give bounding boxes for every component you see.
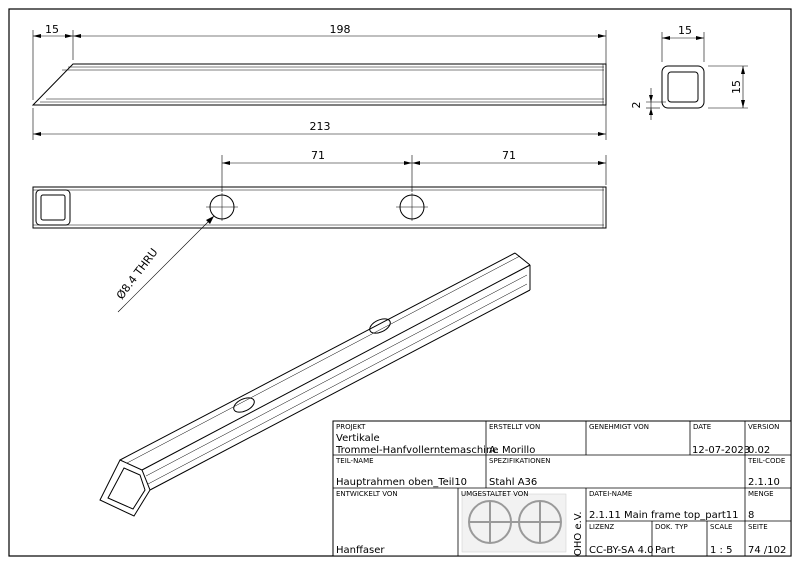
projekt-line2: Trommel-Hanfvollerntemaschine — [335, 445, 498, 456]
top-view — [32, 155, 607, 313]
isometric-view — [99, 252, 531, 517]
iso-hole-2 — [369, 318, 391, 334]
dim-hole-spacing-1: 71 — [311, 149, 325, 162]
dateiname-value: 2.1.11 Main frame top_part11 — [589, 510, 739, 521]
menge-label: MENGE — [748, 490, 774, 498]
teilname-label: TEIL-NAME — [335, 457, 374, 465]
doktyp-value: Part — [655, 545, 675, 556]
erstellt-value: A. Morillo — [489, 445, 535, 456]
entwickelt-value: Hanffaser — [336, 545, 385, 556]
top-view-arrows — [206, 161, 606, 224]
title-block: OHO e.V. PROJEKT Vertikale Trommel-Hanfv… — [332, 420, 792, 557]
lizenz-value: CC-BY-SA 4.0 — [589, 545, 654, 556]
side-view — [31, 30, 607, 140]
scale-label: SCALE — [710, 523, 732, 531]
menge-value: 8 — [748, 510, 754, 521]
doktyp-label: DOK. TYP — [655, 523, 688, 531]
dim-section-width: 15 — [678, 24, 692, 37]
erstellt-label: ERSTELLT VON — [489, 423, 540, 431]
umgestaltet-label: UMGESTALTET VON — [461, 490, 529, 498]
teilcode-value: 2.1.10 — [748, 477, 780, 488]
seite-value: 74 /102 — [748, 545, 786, 556]
section-view-arrows — [649, 36, 745, 115]
seite-label: SEITE — [748, 523, 768, 531]
version-label: VERSION — [748, 423, 779, 431]
dim-side-offset: 15 — [45, 23, 59, 36]
dim-section-height: 15 — [730, 80, 743, 94]
teilcode-label: TEIL-CODE — [747, 457, 785, 465]
dim-section-wall: 2 — [630, 102, 643, 109]
oho-logo — [461, 493, 567, 553]
spezifikationen-value: Stahl A36 — [489, 477, 537, 488]
projekt-label: PROJEKT — [336, 423, 366, 431]
side-view-arrows — [33, 34, 606, 136]
projekt-line1: Vertikale — [336, 433, 380, 444]
date-label: DATE — [693, 423, 711, 431]
spezifikationen-label: SPEZIFIKATIONEN — [489, 457, 551, 465]
iso-hole-1 — [233, 397, 255, 413]
logo-text: OHO e.V. — [573, 511, 584, 556]
teilname-value: Hauptrahmen oben_Teil10 — [336, 477, 467, 488]
dim-side-length: 198 — [330, 23, 351, 36]
dateiname-label: DATEI-NAME — [589, 490, 632, 498]
dim-side-total: 213 — [310, 120, 331, 133]
lizenz-label: LIZENZ — [589, 523, 614, 531]
scale-value: 1 : 5 — [710, 545, 732, 556]
version-value: 0.02 — [748, 445, 770, 456]
section-view — [646, 32, 748, 120]
entwickelt-label: ENTWICKELT VON — [336, 490, 398, 498]
genehmigt-label: GENEHMIGT VON — [589, 423, 649, 431]
dim-hole-spacing-2: 71 — [502, 149, 516, 162]
date-value: 12-07-2023 — [692, 445, 750, 456]
hole-callout: Ø8.4 THRU — [114, 246, 161, 302]
